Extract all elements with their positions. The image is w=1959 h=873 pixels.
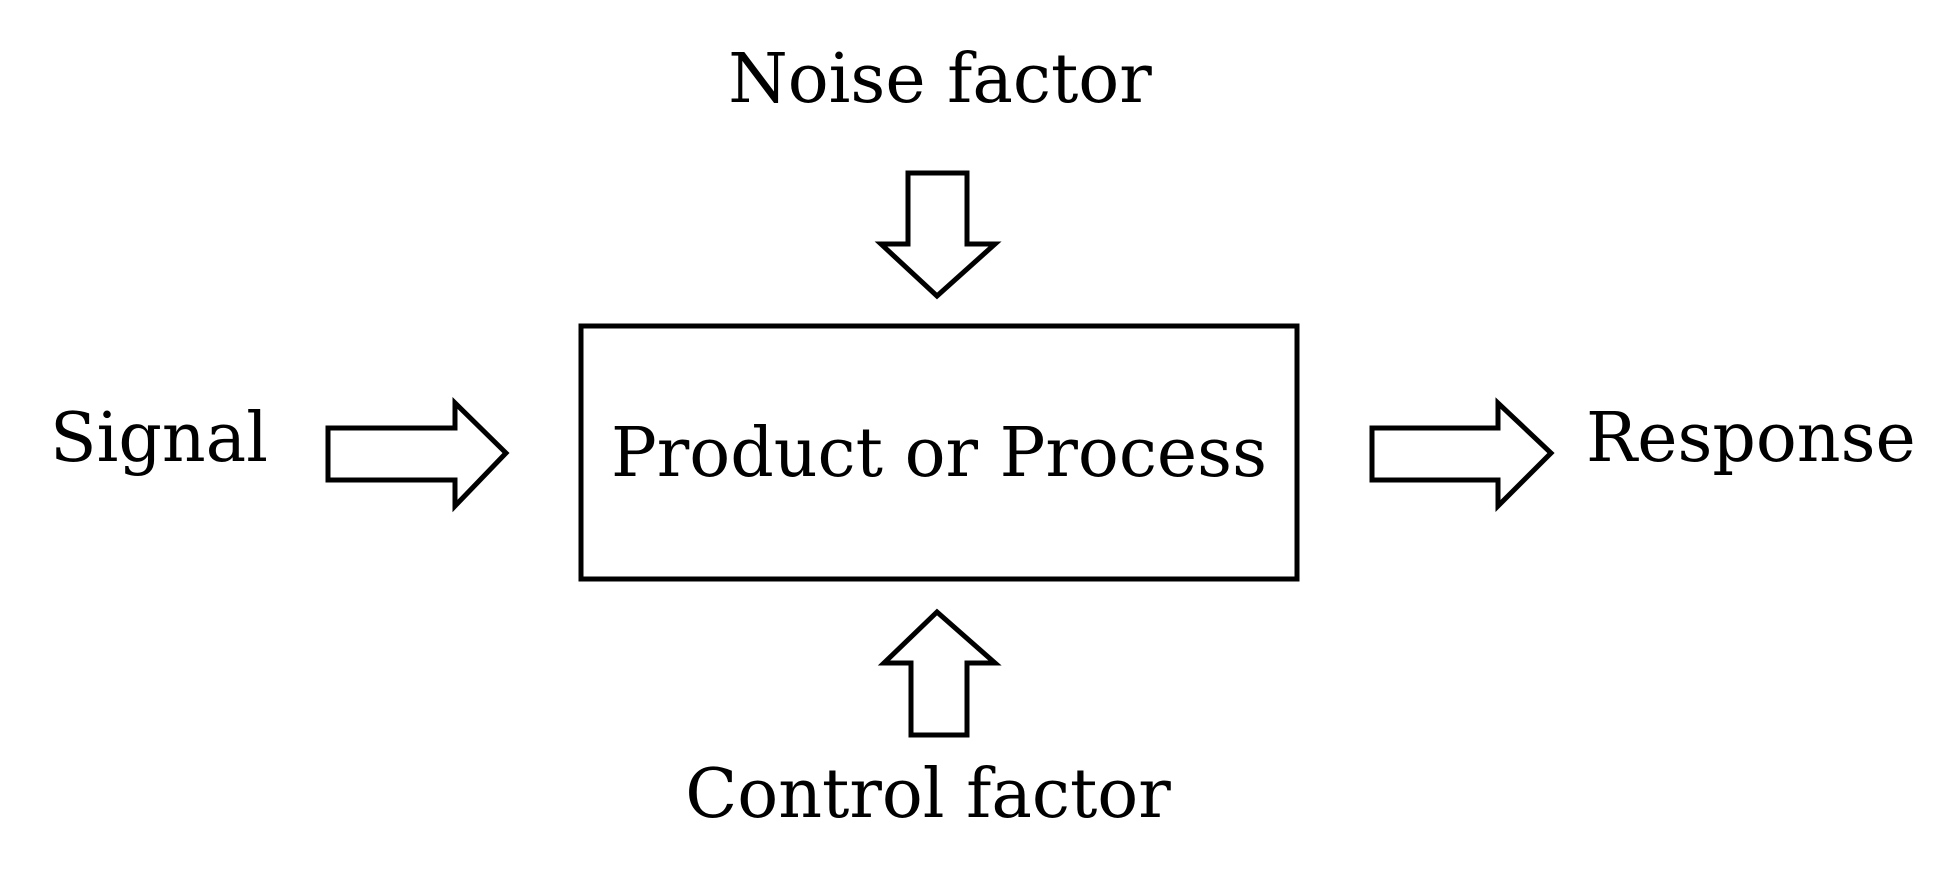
- response-label: Response: [1586, 399, 1916, 478]
- noise-arrow-down-icon: [874, 170, 1002, 300]
- control-arrow-up-icon: [877, 608, 1002, 738]
- control-factor-label: Control factor: [685, 755, 1171, 834]
- product-process-label: Product or Process: [611, 414, 1267, 493]
- noise-factor-label: Noise factor: [728, 40, 1152, 119]
- signal-label: Signal: [50, 399, 268, 478]
- product-process-box: [578, 323, 1300, 582]
- signal-arrow-right-icon: [325, 397, 510, 513]
- response-arrow-right-icon: [1369, 397, 1555, 513]
